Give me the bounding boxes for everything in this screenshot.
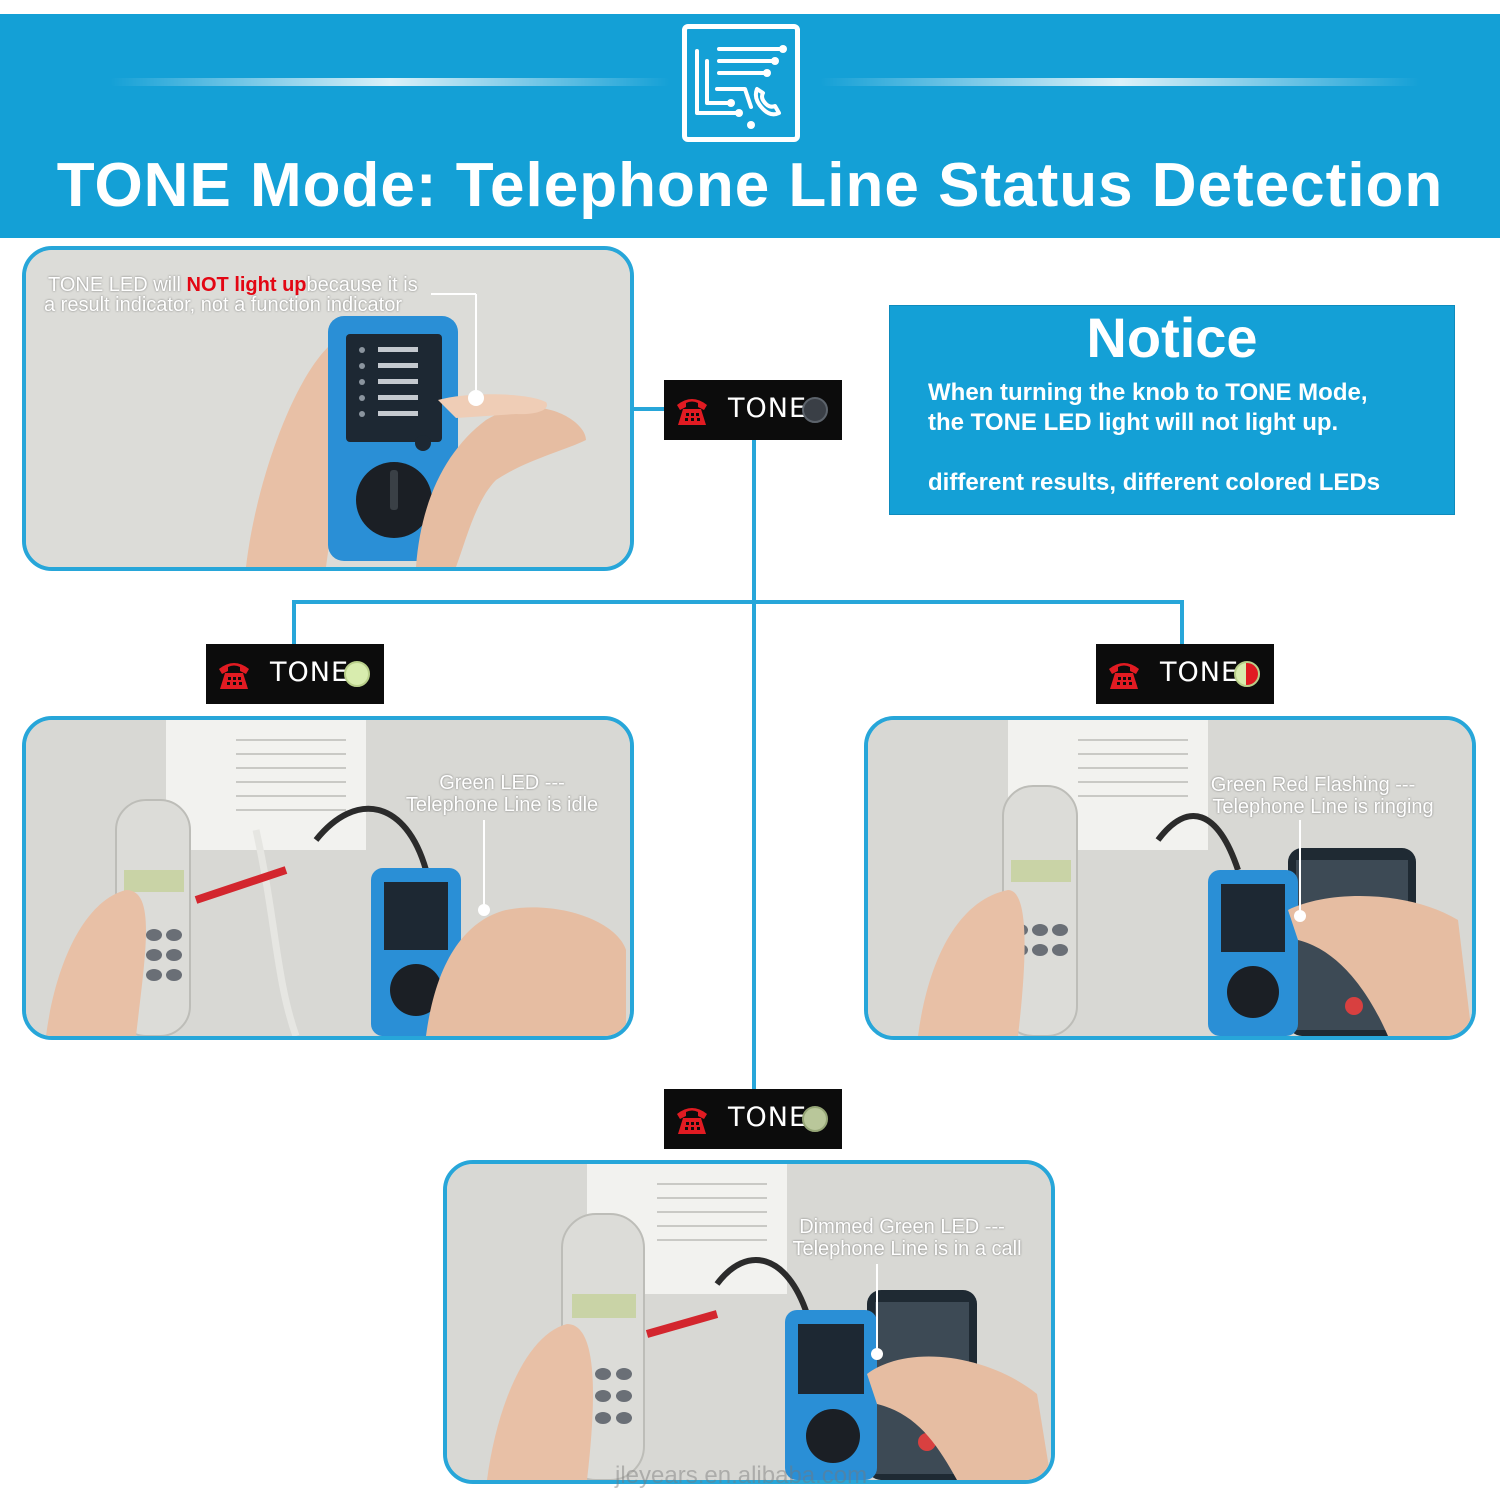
tester-closeup-illustration [26,250,630,567]
tone-led-off [802,397,828,423]
notice-heading: Notice [1086,306,1258,369]
notice-line-2: the TONE LED light will not light up. [928,409,1339,436]
telephone-icon [677,1108,707,1134]
tone-indicator-green-red: TONE [1096,644,1274,704]
notice-line-3: different results, different colored LED… [928,469,1381,496]
telephone-circuit-icon [682,24,800,142]
line-idle-photo: Green LED --- Telephone Line is idle [22,716,634,1040]
tester-closeup-photo: TONE LED will NOT light upbecause it is … [22,246,634,571]
idle-caption-line2: Telephone Line is idle [405,794,599,816]
watermark: jleyears.en.alibaba.com [615,1462,868,1489]
connector-branch-horizontal [292,600,1184,604]
telephone-icon [219,663,249,689]
ringing-caption-line1: Green Red Flashing --- [1210,774,1416,796]
tone-indicator-off: TONE [664,380,842,440]
tone-label: TONE [1160,657,1240,688]
call-caption-line2: Telephone Line is in a call [792,1238,1022,1260]
banner-glow-right [820,78,1420,86]
banner-glow-left [110,78,670,86]
connector-top-panel [633,407,667,411]
top-margin [0,0,1500,14]
tone-label: TONE [728,393,808,424]
tone-indicator-green: TONE [206,644,384,704]
page-title: TONE Mode: Telephone Line Status Detecti… [56,151,1444,220]
telephone-icon [1109,663,1139,689]
connector-main-vertical [752,438,756,1090]
tone-indicator-dim-green: TONE [664,1089,842,1149]
connector-branch-right [1180,600,1184,645]
notice-box: Notice When turning the knob to TONE Mod… [889,305,1455,515]
line-in-call-photo: Dimmed Green LED --- Telephone Line is i… [443,1160,1055,1484]
line-idle-illustration [26,720,630,1036]
idle-caption-line1: Green LED --- [439,772,565,794]
connector-branch-left [292,600,296,645]
tone-label: TONE [270,657,350,688]
telephone-icon [677,399,707,425]
tone-led-green [344,661,370,687]
line-ringing-illustration [868,720,1472,1036]
top-panel-caption-line1: TONE LED will NOT light upbecause it is [48,274,418,296]
tone-label: TONE [728,1102,808,1133]
line-in-call-illustration [447,1164,1051,1480]
ringing-caption-line2: Telephone Line is ringing [1212,796,1434,818]
notice-line-1: When turning the knob to TONE Mode, [928,379,1368,406]
top-panel-caption-line2: a result indicator, not a function indic… [44,294,402,316]
tone-led-dim-green [802,1106,828,1132]
tone-led-green-red [1234,661,1260,687]
line-ringing-photo: Green Red Flashing --- Telephone Line is… [864,716,1476,1040]
call-caption-line1: Dimmed Green LED --- [799,1216,1005,1238]
